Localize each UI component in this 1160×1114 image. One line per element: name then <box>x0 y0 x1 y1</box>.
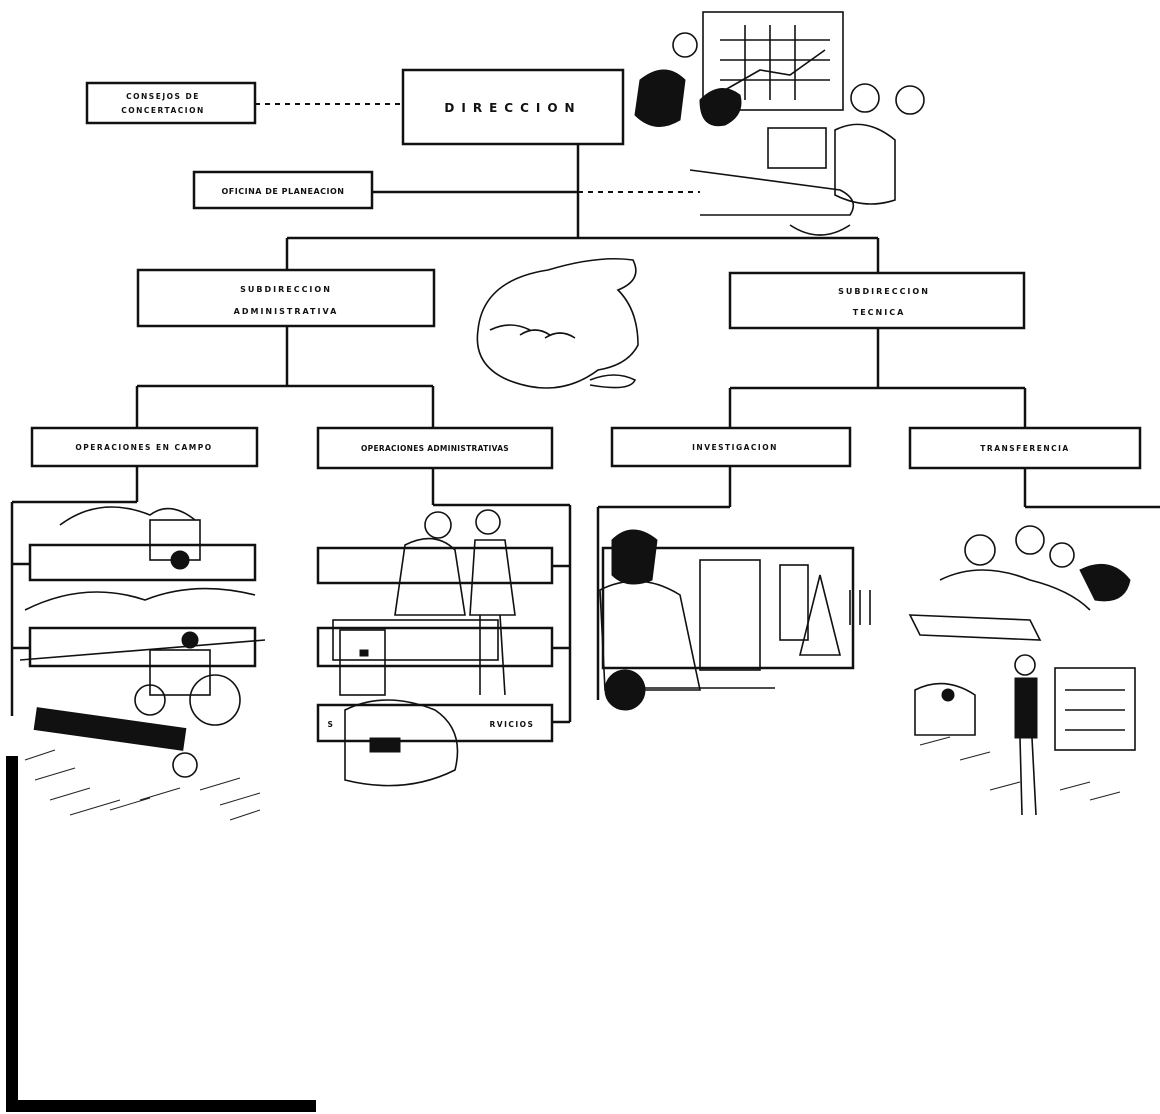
tractor-field-illustration <box>19 506 266 821</box>
operaciones-administrativas-box: OPERACIONES ADMINISTRATIVAS <box>316 426 554 470</box>
operaciones-campo-label: OPERACIONES EN CAMPO <box>75 443 212 452</box>
sub-boxes: S RVICIOS <box>28 543 855 743</box>
transferencia-box: TRANSFERENCIA <box>908 426 1142 470</box>
meeting-illustration <box>634 11 925 236</box>
direccion-label: DIRECCION <box>444 101 581 115</box>
direccion-box: DIRECCION <box>401 68 625 146</box>
investigacion-label: INVESTIGACION <box>692 443 778 452</box>
connector-lines <box>10 103 1160 724</box>
consejos-label-line2: CONCERTACION <box>121 106 205 115</box>
admin-subbox-1 <box>316 546 554 585</box>
sub-tecnica-label-line2: TECNICA <box>853 308 906 317</box>
frame-corner-line <box>6 756 316 1112</box>
sub-administrativa-box: SUBDIRECCION ADMINISTRATIVA <box>136 268 436 328</box>
classroom-illustration <box>908 525 1136 816</box>
sub-tecnica-box: SUBDIRECCION TECNICA <box>728 271 1026 330</box>
operaciones-campo-box: OPERACIONES EN CAMPO <box>30 426 259 468</box>
handshake-office-illustration <box>332 509 516 787</box>
operaciones-administrativas-label: OPERACIONES ADMINISTRATIVAS <box>361 444 509 453</box>
laboratory-illustration <box>599 529 871 711</box>
consejos-label-line1: CONSEJOS DE <box>126 92 200 101</box>
oficina-box: OFICINA DE PLANEACION <box>192 170 374 210</box>
campo-subbox-2 <box>28 626 257 668</box>
oficina-label: OFICINA DE PLANEACION <box>222 187 345 196</box>
consejos-box: CONSEJOS DE CONCERTACION <box>85 81 257 125</box>
servicios-label-left: S <box>328 720 335 729</box>
servicios-box <box>316 703 554 743</box>
sub-tecnica-label-line1: SUBDIRECCION <box>838 287 930 296</box>
investigacion-box: INVESTIGACION <box>610 426 852 468</box>
pointing-fist-illustration <box>476 257 639 389</box>
sub-administrativa-label-line2: ADMINISTRATIVA <box>234 307 339 316</box>
transferencia-label: TRANSFERENCIA <box>980 444 1069 453</box>
servicios-label-right: RVICIOS <box>490 720 535 729</box>
sub-administrativa-label-line1: SUBDIRECCION <box>240 285 332 294</box>
campo-subbox-1 <box>28 543 257 582</box>
